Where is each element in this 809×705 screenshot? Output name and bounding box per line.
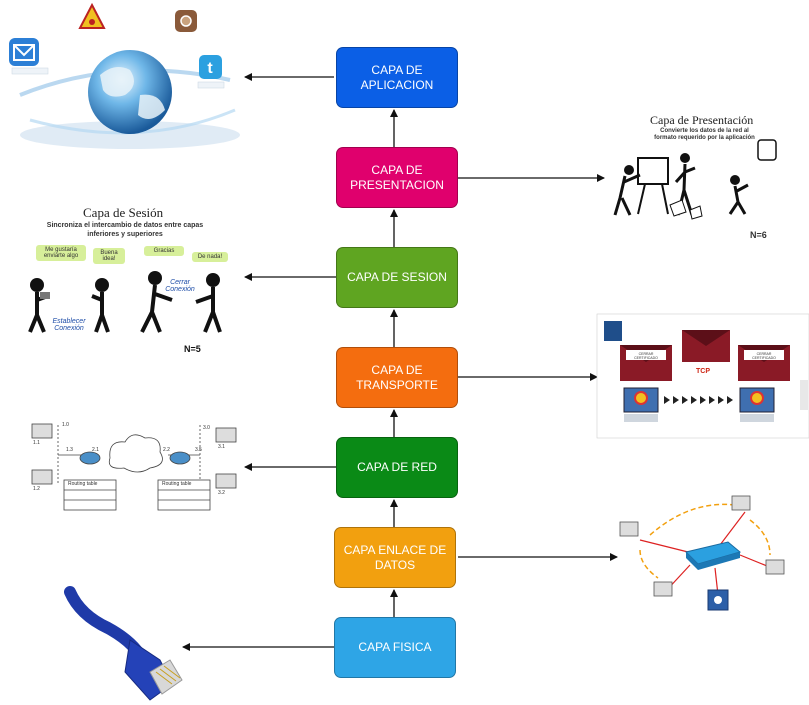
presentation-title: Capa de Presentación	[650, 113, 754, 127]
network-node-label: 3.5	[195, 447, 202, 453]
globe-icon	[88, 50, 172, 134]
session-bubble-4: De nada!	[192, 252, 228, 262]
session-subtitle: Sincroniza el intercambio de datos entre…	[46, 222, 204, 238]
application-globe-illustration: t	[9, 2, 240, 149]
session-title: Capa de Sesión	[83, 205, 164, 220]
layer-transporte-box[interactable]: CAPA DE TRANSPORTE	[336, 347, 458, 408]
layer-aplicacion-box[interactable]: CAPA DE APLICACION	[336, 47, 458, 108]
transport-envelope-label-3: CERRAR CERTIFICADO	[752, 352, 776, 360]
network-node-label: 3.2	[218, 490, 225, 496]
presentation-caption: Convierte los datos de la red al formato…	[654, 128, 755, 141]
network-illustration	[31, 423, 237, 511]
network-table-title-1: Routing table	[68, 481, 98, 487]
session-illustration	[28, 271, 222, 333]
transport-envelope-label-2: TCP	[696, 368, 710, 375]
transport-illustration	[596, 313, 809, 439]
network-node-label: 1.0	[62, 422, 69, 428]
session-bubble-2: Buena idea!	[93, 248, 125, 264]
session-label-cerrar: Cerrar Conexión	[165, 279, 195, 293]
layer-sesion-box[interactable]: CAPA DE SESION	[336, 247, 458, 308]
session-bubble-1: Me gustaría enviarte algo	[36, 245, 86, 261]
session-label-establecer: Establecer Conexión	[52, 318, 86, 332]
layer-enlace-box[interactable]: CAPA ENLACE DE DATOS	[334, 527, 456, 588]
ethernet-cable-illustration	[64, 586, 183, 701]
twitter-icon	[199, 55, 222, 79]
network-table-title-2: Routing table	[162, 481, 192, 487]
layer-presentacion-box[interactable]: CAPA DE PRESENTACION	[336, 147, 458, 208]
network-node-label: 1.2	[33, 486, 40, 492]
network-node-label: 3.1	[218, 444, 225, 450]
session-bubble-3: Gracias	[144, 246, 184, 256]
emblem-icon	[78, 2, 106, 29]
horizontal-arrows	[182, 73, 618, 651]
network-node-label: 2.2	[163, 447, 170, 453]
network-node-label: 1.1	[33, 440, 40, 446]
layer-fisica-box[interactable]: CAPA FISICA	[334, 617, 456, 678]
datalink-illustration	[619, 495, 785, 611]
easel-icon	[637, 157, 669, 185]
session-n-label: N=5	[184, 344, 201, 354]
layer-red-box[interactable]: CAPA DE RED	[336, 437, 458, 498]
network-node-label: 2.1	[92, 447, 99, 453]
presentation-illustration	[613, 139, 777, 220]
svg-text:t: t	[207, 60, 213, 77]
network-node-label: 1.3	[66, 447, 73, 453]
network-node-label: 3.0	[203, 425, 210, 431]
presentation-n-label: N=6	[750, 230, 767, 240]
transport-envelope-label-1: CERRAR CERTIFICADO	[634, 352, 658, 360]
router-icon	[79, 451, 101, 465]
